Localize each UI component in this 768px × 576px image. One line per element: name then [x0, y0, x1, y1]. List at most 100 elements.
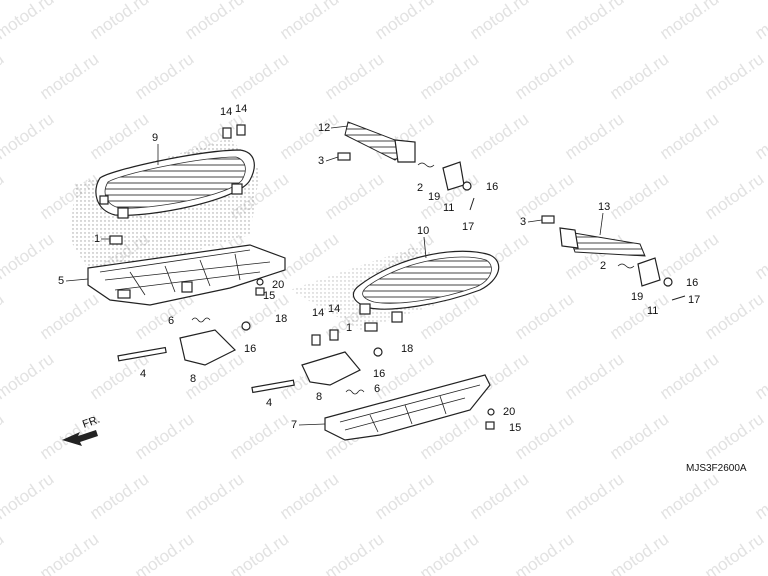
watermark-text: motod.ru — [321, 169, 387, 223]
watermark-text: motod.ru — [86, 469, 152, 523]
rubber-pad-left — [95, 149, 255, 219]
watermark-text: motod.ru — [561, 349, 627, 403]
collar-right — [373, 347, 383, 357]
watermark-text: motod.ru — [466, 0, 532, 43]
floorboard-bracket-right — [324, 374, 491, 441]
callout-16-mid: 16 — [486, 181, 498, 193]
watermark-text: motod.ru — [606, 49, 672, 103]
watermark-text: motod.ru — [226, 529, 292, 576]
watermark-text: motod.ru — [561, 469, 627, 523]
watermark-text: motod.ru — [131, 529, 197, 576]
callout-20-right: 20 — [503, 406, 515, 418]
watermark-text: motod.ru — [371, 469, 437, 523]
watermark-text: motod.ru — [606, 169, 672, 223]
watermark-text: motod.ru — [751, 0, 768, 43]
callout-17-right: 17 — [688, 294, 700, 306]
watermark-text: motod.ru — [36, 289, 102, 343]
collar-left — [241, 321, 251, 331]
spring-left — [191, 317, 211, 323]
watermark-text: motod.ru — [656, 109, 722, 163]
callout-17-left: 17 — [462, 221, 474, 233]
watermark-text: motod.ru — [466, 469, 532, 523]
callout-4-left: 4 — [140, 368, 146, 380]
callout-3-right: 3 — [520, 216, 526, 228]
callout-1-left: 1 — [94, 233, 100, 245]
callout-5: 5 — [58, 275, 64, 287]
watermark-text: motod.ru — [0, 49, 7, 103]
watermark-text: motod.ru — [701, 529, 767, 576]
watermark-text: motod.ru — [276, 0, 342, 43]
callout-16-right: 16 — [373, 368, 385, 380]
watermark-text: motod.ru — [701, 409, 767, 463]
watermark-text: motod.ru — [36, 49, 102, 103]
watermark-text: motod.ru — [181, 0, 247, 43]
watermark-text: motod.ru — [86, 0, 152, 43]
callout-2-right: 2 — [600, 260, 606, 272]
watermark-text: motod.ru — [371, 0, 437, 43]
watermark-text: motod.ru — [416, 49, 482, 103]
callout-8-left: 8 — [190, 373, 196, 385]
watermark-text: motod.ru — [511, 49, 577, 103]
hinge-bracket-left — [179, 329, 237, 366]
watermark-text: motod.ru — [0, 229, 57, 283]
watermark-text: motod.ru — [36, 529, 102, 576]
watermark-text: motod.ru — [701, 169, 767, 223]
callout-2-left: 2 — [417, 182, 423, 194]
watermark-text: motod.ru — [131, 49, 197, 103]
watermark-text: motod.ru — [561, 0, 627, 43]
pivot-pin-left — [117, 346, 167, 362]
watermark-text: motod.ru — [0, 529, 7, 576]
watermark-text: motod.ru — [656, 229, 722, 283]
callout-16-far: 16 — [686, 277, 698, 289]
watermark-text: motod.ru — [0, 109, 57, 163]
callout-10: 10 — [417, 225, 429, 237]
watermark-text: motod.ru — [131, 409, 197, 463]
watermark-text: motod.ru — [751, 109, 768, 163]
watermark-text: motod.ru — [561, 109, 627, 163]
callout-14-b: 14 — [235, 103, 247, 115]
floorboard-bracket-left — [87, 244, 286, 306]
watermark-text: motod.ru — [701, 49, 767, 103]
callout-14-c: 14 — [312, 307, 324, 319]
callout-14-d: 14 — [328, 303, 340, 315]
callout-7: 7 — [291, 419, 297, 431]
hardware — [109, 124, 495, 430]
watermark-text: motod.ru — [511, 289, 577, 343]
watermark-text: motod.ru — [751, 469, 768, 523]
front-arrow: FR. — [62, 413, 102, 446]
watermark-text: motod.ru — [511, 409, 577, 463]
rider-footpeg-left — [337, 121, 475, 211]
watermark-text: motod.ru — [511, 529, 577, 576]
callout-16-left: 16 — [244, 343, 256, 355]
callout-18-right: 18 — [401, 343, 413, 355]
callout-3-left: 3 — [318, 155, 324, 167]
watermark-text: motod.ru — [606, 529, 672, 576]
callout-11-right: 11 — [647, 305, 658, 317]
watermark-text: motod.ru — [751, 229, 768, 283]
callout-14-a: 14 — [220, 106, 232, 118]
callout-13: 13 — [598, 201, 610, 213]
watermark-text: motod.ru — [0, 0, 57, 43]
watermark-text: motod.ru — [466, 109, 532, 163]
callout-20-left: 20 — [272, 279, 284, 291]
callout-15-left: 15 — [263, 290, 275, 302]
callout-4-right: 4 — [266, 397, 272, 409]
spring-right — [345, 389, 365, 395]
callout-19-left: 19 — [428, 191, 440, 203]
rider-footpeg-right — [541, 215, 686, 301]
callout-6-left: 6 — [168, 315, 174, 327]
callout-18-left: 18 — [275, 313, 287, 325]
watermark-text: motod.ru — [226, 409, 292, 463]
rubber-pad-right — [352, 250, 500, 323]
diagram-reference-code: MJS3F2600A — [686, 463, 747, 474]
watermark-text: motod.ru — [751, 349, 768, 403]
watermark-text: motod.ru — [656, 469, 722, 523]
watermark-text: motod.ru — [0, 409, 7, 463]
callout-19-right: 19 — [631, 291, 643, 303]
watermark-text: motod.ru — [701, 289, 767, 343]
watermark-text: motod.ru — [0, 469, 57, 523]
watermark-text: motod.ru — [0, 169, 7, 223]
callout-12: 12 — [318, 122, 330, 134]
callout-layer: 9 14 14 1 5 20 15 6 18 16 4 8 12 3 2 19 … — [58, 103, 700, 434]
